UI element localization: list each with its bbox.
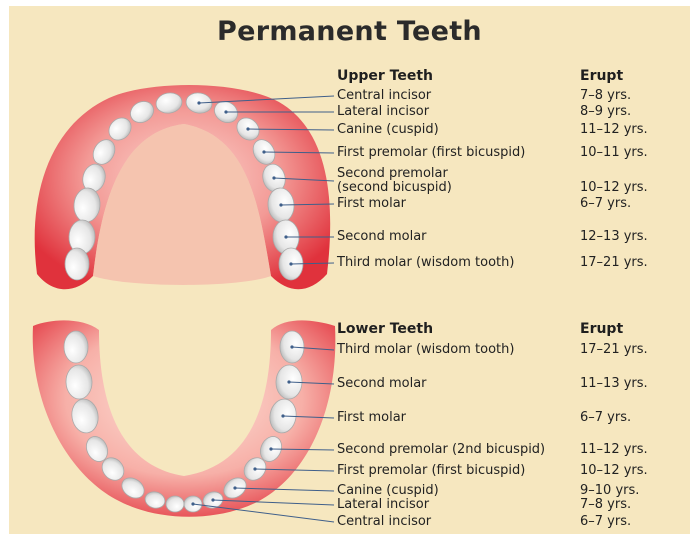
lower-first-premolar-erupt: 10–12 yrs. <box>580 464 648 478</box>
teeth-diagram: Permanent Teeth Upper Teeth <box>9 6 690 534</box>
lower-first-molar-erupt: 6–7 yrs. <box>580 411 631 425</box>
upper-first-premolar-label: First premolar (first bicuspid) <box>337 146 525 160</box>
lower-second-molar-erupt: 11–13 yrs. <box>580 377 648 391</box>
upper-erupt-header: Erupt <box>580 68 623 84</box>
upper-first-premolar-erupt: 10–11 yrs. <box>580 146 648 160</box>
lower-left-third-molar-tooth <box>64 331 88 363</box>
upper-left-third-molar-tooth <box>65 248 89 280</box>
upper-canine-label: Canine (cuspid) <box>337 123 439 137</box>
lower-second-premolar-erupt: 11–12 yrs. <box>580 443 648 457</box>
lower-first-molar-leader-dot <box>281 414 284 417</box>
lower-erupt-header: Erupt <box>580 321 623 337</box>
upper-lateral-incisor-erupt: 8–9 yrs. <box>580 105 631 119</box>
upper-second-molar-label: Second molar <box>337 230 427 244</box>
lower-second-premolar-leader-dot <box>269 447 272 450</box>
upper-second-premolar-leader-dot <box>272 176 275 179</box>
lower-teeth-header: Lower Teeth <box>337 321 433 337</box>
lower-third-molar-leader-dot <box>290 345 293 348</box>
upper-canine-erupt: 11–12 yrs. <box>580 123 648 137</box>
lower-canine-label: Canine (cuspid) <box>337 484 439 498</box>
upper-central-incisor-label: Central incisor <box>337 89 431 103</box>
upper-second-molar-erupt: 12–13 yrs. <box>580 230 648 244</box>
upper-third-molar-label: Third molar (wisdom tooth) <box>337 256 514 270</box>
lower-second-premolar-label: Second premolar (2nd bicuspid) <box>337 443 545 457</box>
lower-second-molar-leader-dot <box>287 380 290 383</box>
lower-central-incisor-label: Central incisor <box>337 515 431 529</box>
upper-teeth-header: Upper Teeth <box>337 68 433 84</box>
lower-first-molar-label: First molar <box>337 411 406 425</box>
upper-second-premolar-label: Second premolar (second bicuspid) <box>337 167 452 195</box>
upper-second-premolar-erupt: 10–12 yrs. <box>580 181 648 195</box>
upper-central-incisor-erupt: 7–8 yrs. <box>580 89 631 103</box>
upper-second-molar-leader-dot <box>284 235 287 238</box>
upper-third-molar-erupt: 17–21 yrs. <box>580 256 648 270</box>
upper-first-premolar-leader-dot <box>262 150 265 153</box>
lower-left-central-incisor-tooth <box>166 496 184 512</box>
upper-first-molar-label: First molar <box>337 197 406 211</box>
lower-second-molar-label: Second molar <box>337 377 427 391</box>
lower-first-premolar-leader-dot <box>253 467 256 470</box>
lower-lateral-incisor-erupt: 7–8 yrs. <box>580 498 631 512</box>
lower-central-incisor-erupt: 6–7 yrs. <box>580 515 631 529</box>
lower-third-molar-label: Third molar (wisdom tooth) <box>337 343 514 357</box>
upper-lateral-incisor-leader-dot <box>224 110 227 113</box>
upper-third-molar-leader-dot <box>289 262 292 265</box>
lower-lateral-incisor-leader-dot <box>211 498 214 501</box>
upper-canine-leader-dot <box>246 127 249 130</box>
lower-canine-erupt: 9–10 yrs. <box>580 484 639 498</box>
upper-lateral-incisor-label: Lateral incisor <box>337 105 429 119</box>
upper-central-incisor-leader-dot <box>197 101 200 104</box>
lower-lateral-incisor-label: Lateral incisor <box>337 498 429 512</box>
upper-first-molar-erupt: 6–7 yrs. <box>580 197 631 211</box>
upper-first-molar-leader-dot <box>279 203 282 206</box>
lower-third-molar-erupt: 17–21 yrs. <box>580 343 648 357</box>
lower-central-incisor-leader-dot <box>191 502 194 505</box>
lower-first-premolar-label: First premolar (first bicuspid) <box>337 464 525 478</box>
lower-canine-leader-dot <box>233 486 236 489</box>
